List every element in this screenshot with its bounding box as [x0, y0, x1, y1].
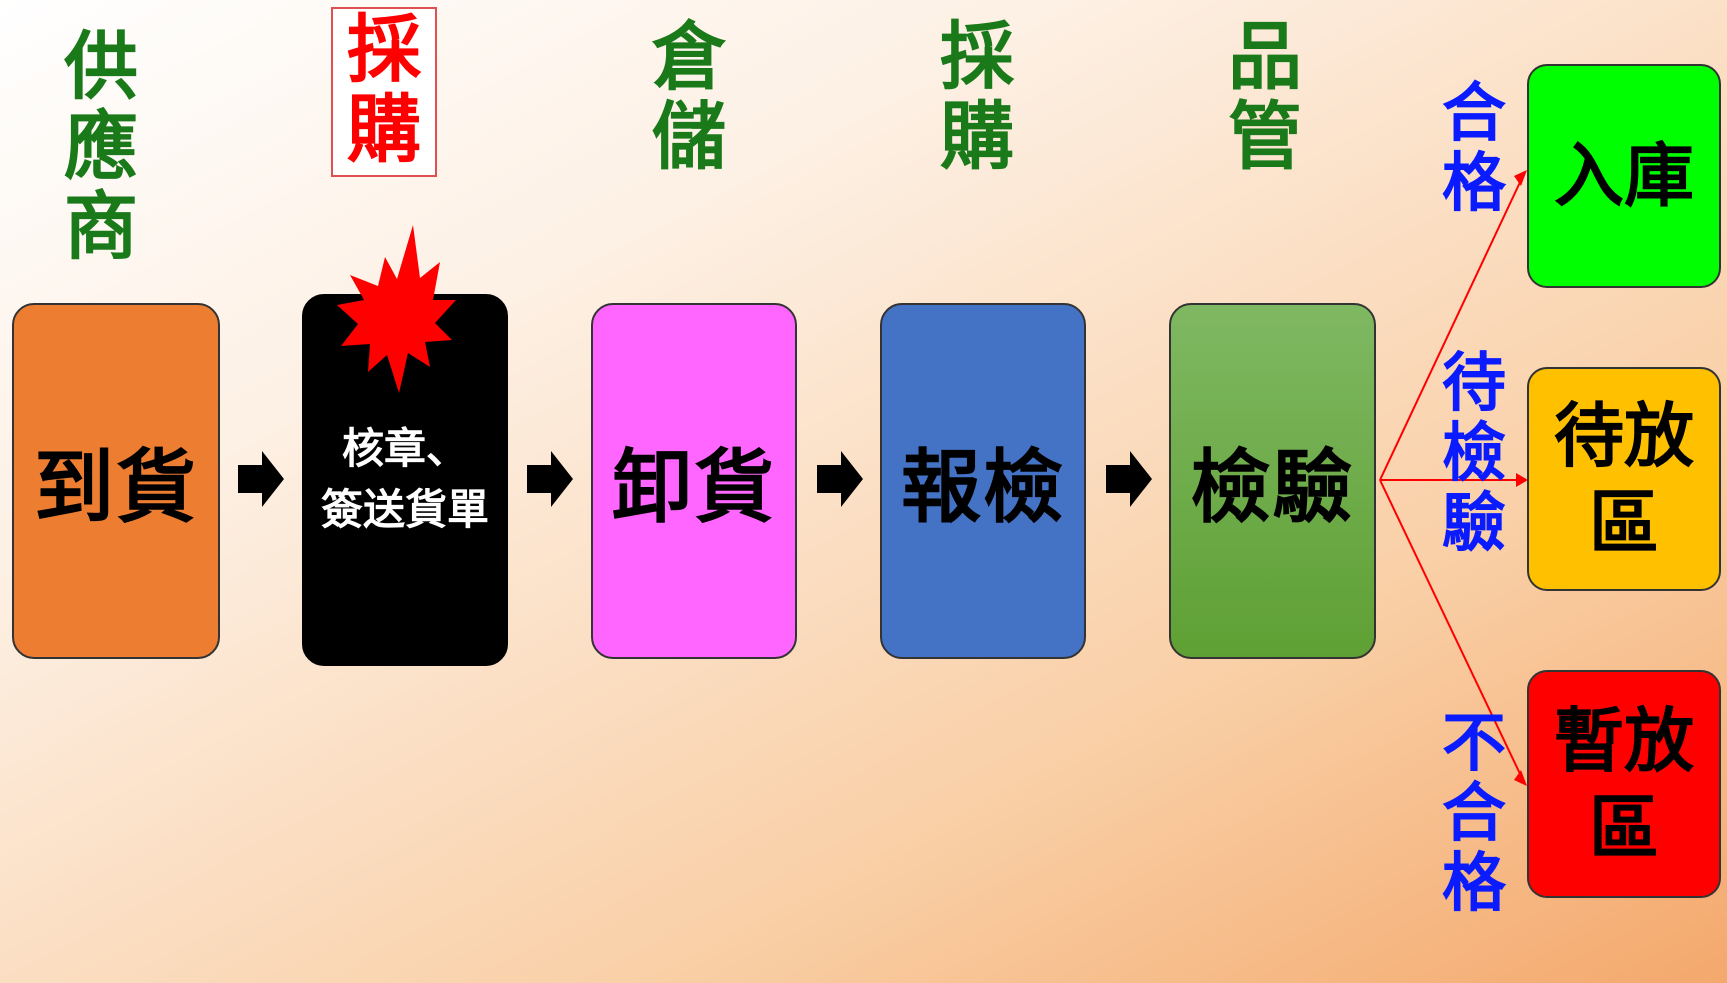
branch-label-pending-char-3: 驗 — [1442, 486, 1506, 561]
branch-label-pass-char-1: 合 — [1442, 76, 1506, 151]
branch-label-pass-char-2: 格 — [1442, 146, 1506, 221]
step-approve-send-line-2: 簽送貨單 — [320, 485, 489, 534]
role-purchasing-highlight: 採 購 — [331, 7, 437, 177]
role-quality-control-char-1: 品 — [1228, 14, 1302, 100]
flow-arrow-3-icon — [817, 451, 863, 507]
role-warehouse: 倉 儲 — [652, 20, 726, 174]
branch-arrowheads — [1514, 170, 1528, 786]
branch-lines — [1379, 177, 1523, 779]
step-inspection-label: 檢驗 — [1190, 440, 1355, 534]
branch-label-pending-char-2: 檢 — [1442, 416, 1506, 491]
outcome-holding-area-line-2: 區 — [1589, 786, 1659, 869]
outcome-holding-area-line-1: 暫放 — [1554, 698, 1694, 782]
arrowhead-pending-icon — [1516, 473, 1528, 487]
branch-label-fail: 不 合 格 — [1442, 712, 1506, 916]
role-quality-control: 品 管 — [1228, 20, 1302, 174]
outcome-waiting-area-line-1: 待放 — [1554, 393, 1694, 477]
outcome-waiting-area: 待放 區 — [1527, 367, 1721, 591]
branch-label-pending: 待 檢 驗 — [1442, 352, 1506, 556]
branch-label-pass: 合 格 — [1442, 82, 1506, 216]
role-purchasing-highlight-char-2: 購 — [347, 87, 421, 173]
step-arrival: 到貨 — [12, 303, 220, 659]
role-purchasing: 採 購 — [940, 20, 1014, 174]
flow-arrow-2-icon — [527, 451, 573, 507]
role-supplier: 供 應 商 — [64, 30, 138, 264]
arrowhead-pass-icon — [1514, 170, 1527, 186]
branch-line-pass — [1379, 177, 1523, 481]
role-supplier-char-2: 應 — [64, 104, 138, 190]
branch-label-fail-char-3: 格 — [1442, 846, 1506, 921]
role-warehouse-char-1: 倉 — [652, 14, 726, 100]
step-unloading: 卸貨 — [591, 303, 797, 659]
role-purchasing-char-1: 採 — [940, 14, 1014, 100]
starburst-icon — [337, 225, 456, 393]
role-supplier-char-1: 供 — [64, 24, 138, 110]
outcome-stock-in: 入庫 — [1527, 64, 1721, 288]
branch-line-fail — [1379, 479, 1523, 779]
step-report-inspection-label: 報檢 — [901, 440, 1065, 534]
step-approve-send-line-1: 核章、 — [341, 424, 468, 474]
outcome-waiting-area-line-2: 區 — [1589, 481, 1659, 564]
branch-label-fail-char-1: 不 — [1442, 706, 1506, 781]
step-arrival-label: 到貨 — [34, 440, 198, 534]
role-quality-control-char-2: 管 — [1228, 94, 1302, 180]
step-inspection: 檢驗 — [1169, 303, 1376, 659]
branch-label-fail-char-2: 合 — [1442, 776, 1506, 851]
arrowhead-fail-icon — [1514, 770, 1527, 786]
step-report-inspection: 報檢 — [880, 303, 1086, 659]
role-purchasing-char-2: 購 — [940, 94, 1014, 180]
role-warehouse-char-2: 儲 — [652, 94, 726, 180]
outcome-stock-in-label: 入庫 — [1554, 134, 1694, 218]
branch-label-pending-char-1: 待 — [1442, 346, 1506, 421]
step-unloading-label: 卸貨 — [612, 440, 776, 534]
role-purchasing-highlight-char-1: 採 — [347, 7, 421, 93]
outcome-holding-area: 暫放 區 — [1527, 670, 1721, 898]
flow-arrow-1-icon — [238, 451, 284, 507]
flow-arrow-4-icon — [1106, 451, 1152, 507]
role-supplier-char-3: 商 — [64, 184, 138, 270]
